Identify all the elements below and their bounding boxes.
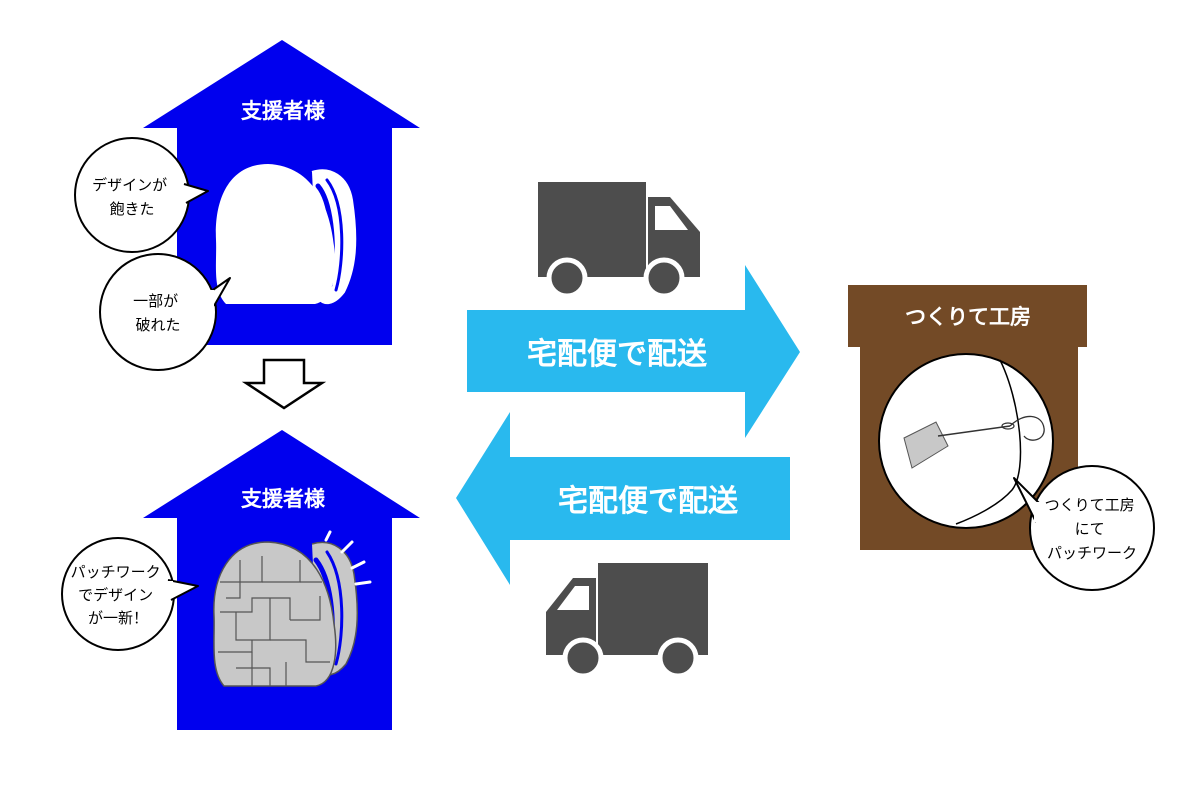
house-bottom-label: 支援者様 bbox=[241, 487, 326, 511]
arrow-left-label: 宅配便で配送 bbox=[558, 484, 738, 519]
speech-bubble-bored: デザインが 飽きた bbox=[74, 137, 209, 253]
bubble-torn-line-1: 一部が bbox=[133, 292, 178, 310]
bubble-new-line-3: が一新！ bbox=[88, 609, 148, 627]
bubble-new-line-2: でデザイン bbox=[78, 586, 153, 604]
truck-icon-bottom bbox=[546, 563, 708, 679]
arrow-right-label: 宅配便で配送 bbox=[527, 337, 707, 372]
backpack-plain-icon bbox=[215, 164, 357, 305]
sparkle-icon bbox=[324, 530, 372, 586]
svg-text:デザインが 飽きた: デザインが 飽きた bbox=[92, 176, 172, 218]
needle-thread-icon bbox=[937, 415, 1045, 441]
bubble-workshop-line-1: つくりて工房 bbox=[1045, 496, 1135, 514]
bubble-torn-line-2: 破れた bbox=[135, 316, 180, 334]
workshop-label: つくりて工房 bbox=[905, 305, 1031, 329]
bubble-bored-line-1: デザインが bbox=[92, 176, 167, 194]
bubble-bored-line-2: 飽きた bbox=[109, 200, 154, 218]
workshop: つくりて工房 つくりて工房 にて パッチワーク bbox=[848, 285, 1155, 591]
house-top: 支援者様 デザインが 飽きた 一部が 破れた bbox=[74, 40, 420, 371]
svg-text:一部が 破れた: 一部が 破れた bbox=[133, 292, 183, 334]
house-bottom: 支援者様 bbox=[61, 430, 420, 730]
svg-text:つくりて工房 にて パッチワ: つくりて工房 にて パッチワーク bbox=[1045, 496, 1140, 562]
bubble-workshop-line-2: にて bbox=[1075, 520, 1105, 538]
bubble-workshop-line-3: パッチワーク bbox=[1047, 544, 1137, 562]
backpack-patchwork-icon bbox=[213, 541, 358, 687]
arrow-to-workshop: 宅配便で配送 bbox=[467, 265, 800, 438]
speech-bubble-torn: 一部が 破れた bbox=[99, 253, 231, 371]
house-top-label: 支援者様 bbox=[241, 99, 326, 123]
bubble-new-line-1: パッチワーク bbox=[71, 563, 161, 581]
repair-closeup bbox=[878, 353, 1054, 529]
svg-text:パッチワーク でデザイン が: パッチワーク でデザイン が一新！ bbox=[71, 563, 166, 627]
arrow-to-supporter: 宅配便で配送 bbox=[456, 412, 790, 585]
down-arrow-icon bbox=[241, 358, 327, 410]
patch-icon bbox=[903, 421, 949, 469]
truck-icon-top bbox=[538, 182, 700, 299]
speech-bubble-workshop: つくりて工房 にて パッチワーク bbox=[1013, 465, 1155, 591]
speech-bubble-new-design: パッチワーク でデザイン が一新！ bbox=[61, 537, 199, 651]
